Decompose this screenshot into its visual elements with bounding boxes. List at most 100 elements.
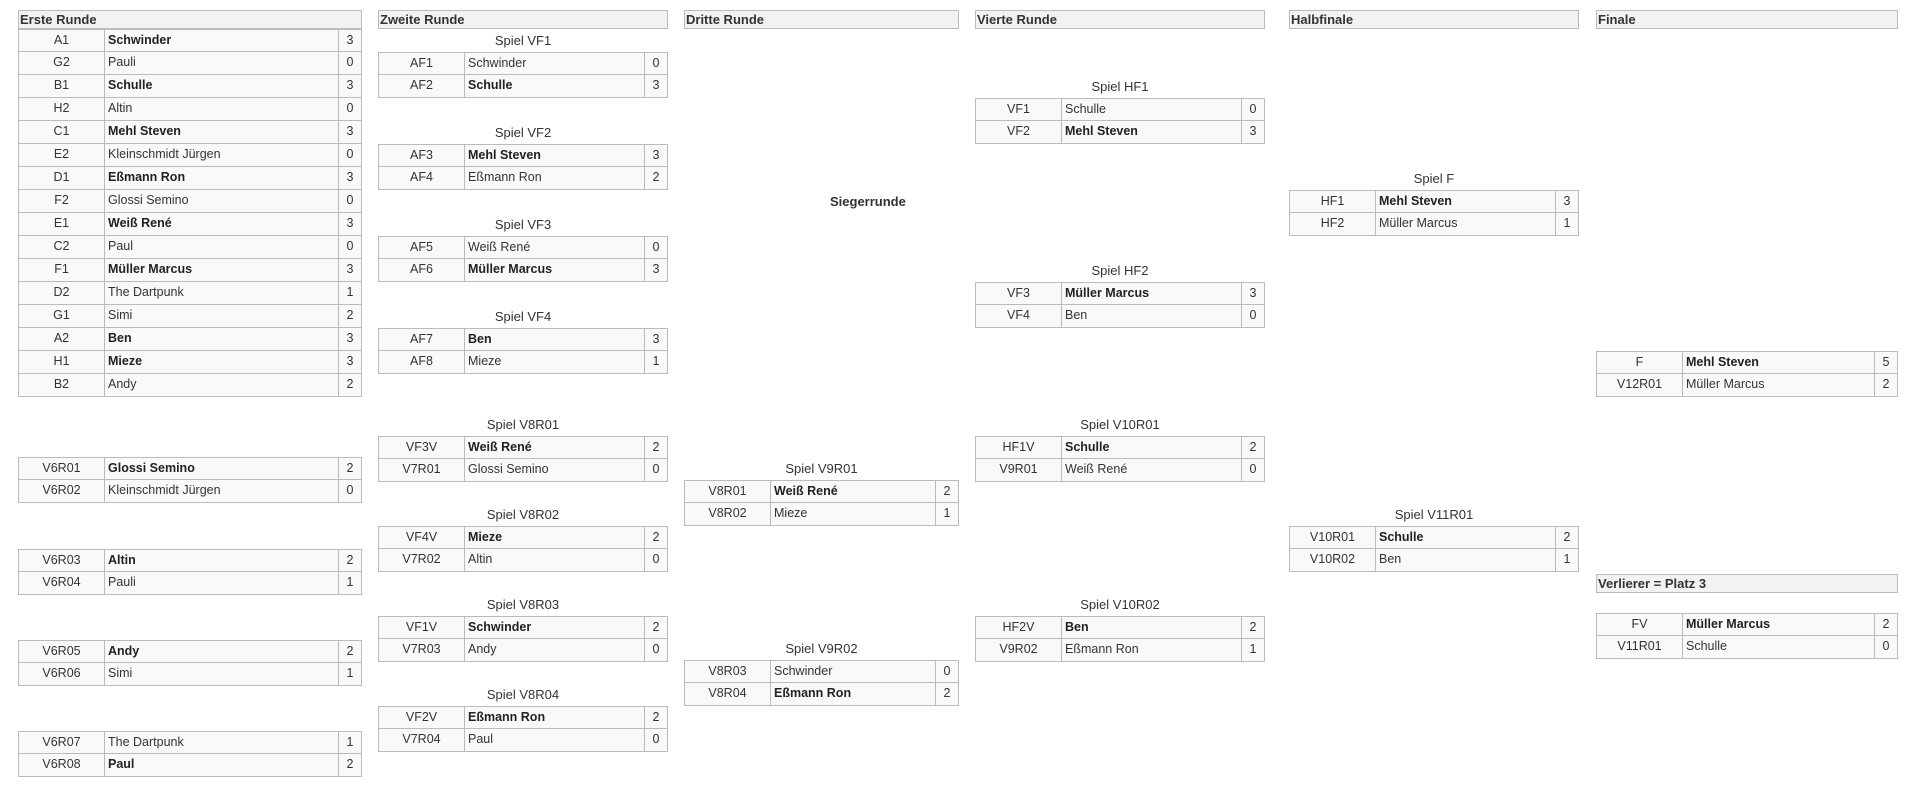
player-name: Eßmann Ron	[771, 683, 936, 705]
player-seed: V6R07	[19, 732, 105, 753]
player-seed: V6R03	[19, 550, 105, 571]
player-score: 3	[346, 124, 354, 138]
match-title: Spiel V8R03	[486, 597, 560, 612]
player-seed: G1	[19, 305, 105, 327]
player-seed: B1	[19, 75, 105, 97]
player-score: 1	[346, 735, 354, 749]
player-name: Altin	[465, 549, 645, 571]
player-seed: V6R01	[19, 458, 105, 479]
player-name: Müller Marcus	[465, 259, 645, 281]
player-seed: V6R06	[19, 663, 105, 685]
match-title: Spiel V8R01	[486, 417, 560, 432]
player-seed: AF4	[379, 167, 465, 189]
player-score: 3	[1249, 286, 1257, 300]
player-seed: HF2	[1290, 213, 1376, 235]
player-score: 3	[346, 262, 354, 276]
player-score: 3	[346, 354, 354, 368]
player-score: 2	[346, 377, 354, 391]
player-score: 0	[346, 483, 354, 497]
match-title: Spiel V9R02	[785, 641, 858, 656]
player-name: Pauli	[105, 572, 339, 594]
player-seed: F2	[19, 190, 105, 212]
player-seed: F	[1597, 352, 1683, 373]
match-title: Spiel V10R02	[1080, 597, 1160, 612]
player-seed: AF1	[379, 53, 465, 74]
player-seed: VF1	[976, 99, 1062, 120]
player-score: 2	[346, 308, 354, 322]
player-seed: V7R03	[379, 639, 465, 661]
player-name: Müller Marcus	[1062, 283, 1242, 304]
player-score: 2	[652, 620, 660, 634]
player-score: 2	[346, 553, 354, 567]
header-zweite-runde: Zweite Runde	[378, 10, 668, 29]
player-name: Schulle	[105, 75, 339, 97]
player-seed: VF3V	[379, 437, 465, 458]
player-name: Müller Marcus	[1376, 213, 1556, 235]
player-seed: V7R04	[379, 729, 465, 751]
player-name: Mehl Steven	[105, 121, 339, 143]
player-name: Schwinder	[465, 53, 645, 74]
player-score: 1	[943, 506, 951, 520]
player-name: Müller Marcus	[1683, 374, 1875, 396]
player-seed: V10R02	[1290, 549, 1376, 571]
player-seed: V6R05	[19, 641, 105, 662]
siegerrunde-label: Siegerrunde	[830, 194, 906, 209]
player-seed: E2	[19, 144, 105, 166]
player-score: 3	[652, 78, 660, 92]
player-name: Paul	[105, 754, 339, 776]
player-name: Weiß René	[465, 437, 645, 458]
player-score: 0	[1249, 308, 1257, 322]
player-seed: C1	[19, 121, 105, 143]
player-score: 1	[346, 666, 354, 680]
match-title: Spiel V10R01	[1080, 417, 1160, 432]
player-name: The Dartpunk	[105, 732, 339, 753]
player-name: Simi	[105, 663, 339, 685]
player-name: Eßmann Ron	[465, 167, 645, 189]
player-name: Schulle	[1376, 527, 1556, 548]
player-score: 5	[1882, 355, 1890, 369]
player-seed: V12R01	[1597, 374, 1683, 396]
player-score: 0	[346, 239, 354, 253]
player-name: Schulle	[1062, 99, 1242, 120]
player-name: Müller Marcus	[1683, 614, 1875, 635]
player-seed: HF1V	[976, 437, 1062, 458]
player-name: Mehl Steven	[1062, 121, 1242, 143]
player-name: Ben	[105, 328, 339, 350]
player-name: Simi	[105, 305, 339, 327]
player-seed: E1	[19, 213, 105, 235]
player-name: Mehl Steven	[465, 145, 645, 166]
match-title: Spiel V11R01	[1394, 507, 1474, 522]
player-name: Weiß René	[771, 481, 936, 502]
player-score: 3	[346, 170, 354, 184]
player-score: 2	[943, 484, 951, 498]
player-name: Pauli	[105, 52, 339, 74]
match-title: Spiel V8R04	[486, 687, 560, 702]
player-name: Paul	[105, 236, 339, 258]
player-score: 0	[346, 101, 354, 115]
player-score: 1	[1563, 216, 1571, 230]
player-seed: V8R04	[685, 683, 771, 705]
